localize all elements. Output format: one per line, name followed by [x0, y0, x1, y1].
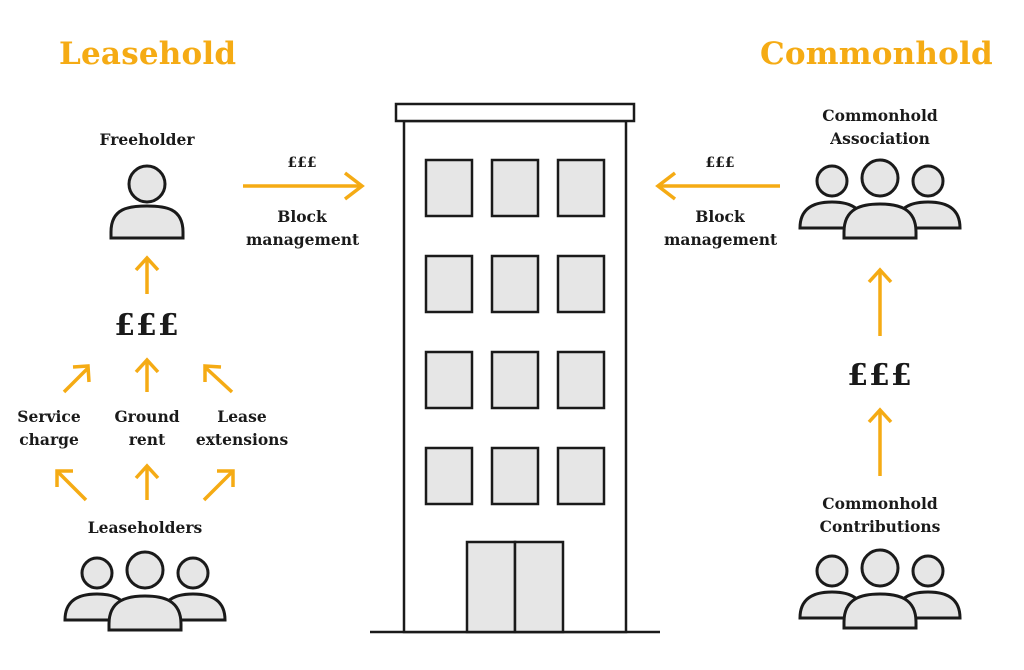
- block-management-left: Block management: [246, 205, 360, 251]
- window: [490, 254, 540, 314]
- window: [556, 350, 606, 410]
- stream-ground-rent-line1: Ground: [114, 407, 180, 426]
- commonhold-contributions-line1: Commonhold: [822, 494, 938, 513]
- commonhold-contributions-label: Commonhold Contributions: [810, 492, 950, 538]
- freeholder-person-icon: [109, 164, 185, 240]
- stream-ground-rent: Ground rent: [106, 405, 188, 451]
- freeholder-label: Freeholder: [99, 130, 195, 149]
- arrow-leaseholders-lease-extensions: [202, 469, 235, 502]
- stream-lease-extensions-line1: Lease: [217, 407, 267, 426]
- commonhold-association-group-icon: [798, 158, 962, 240]
- window: [490, 446, 540, 506]
- window: [490, 350, 540, 410]
- window: [490, 158, 540, 218]
- window: [556, 254, 606, 314]
- stream-lease-extensions: Lease extensions: [190, 405, 294, 451]
- window: [556, 446, 606, 506]
- window-row-1: [424, 158, 606, 218]
- building-door: [465, 540, 565, 634]
- window: [424, 446, 474, 506]
- stream-service-charge: Service charge: [8, 405, 90, 451]
- arrow-up-from-contributions: [867, 407, 893, 476]
- commonhold-contributions-group-icon: [798, 548, 962, 630]
- door-left: [465, 540, 517, 634]
- commonhold-association-line1: Commonhold: [822, 106, 938, 125]
- stream-service-charge-line2: charge: [19, 430, 79, 449]
- window: [424, 350, 474, 410]
- stream-service-charge-line1: Service: [17, 407, 81, 426]
- window-row-3: [424, 350, 606, 410]
- commonhold-contributions-line2: Contributions: [819, 517, 941, 536]
- money-center-left: £££: [114, 308, 180, 343]
- block-management-right: Block management: [664, 205, 778, 251]
- arrow-to-building-left: [243, 171, 365, 201]
- window-row-2: [424, 254, 606, 314]
- arrow-to-building-right: [655, 171, 780, 201]
- leaseholders-group-icon: [63, 550, 227, 632]
- building: [370, 102, 660, 634]
- money-center-right: £££: [847, 358, 913, 393]
- arrow-lease-extensions-up: [203, 364, 234, 394]
- window: [556, 158, 606, 218]
- commonhold-association-label: Commonhold Association: [810, 104, 950, 150]
- window-row-4: [424, 446, 606, 506]
- block-management-left-line1: Block: [277, 207, 327, 226]
- leaseholders-label: Leaseholders: [87, 518, 203, 537]
- stream-lease-extensions-line2: extensions: [195, 430, 289, 449]
- block-management-right-line2: management: [664, 230, 778, 249]
- commonhold-heading: Commonhold: [760, 36, 993, 72]
- block-management-left-line2: management: [246, 230, 360, 249]
- money-to-building-left: £££: [287, 155, 317, 171]
- arrow-ground-rent-up: [134, 357, 160, 392]
- building-roof: [394, 102, 636, 123]
- arrow-leaseholders-ground-rent: [134, 463, 160, 500]
- stream-ground-rent-line2: rent: [128, 430, 166, 449]
- block-management-right-line1: Block: [695, 207, 745, 226]
- window: [424, 254, 474, 314]
- window: [424, 158, 474, 218]
- money-to-building-right: £££: [705, 155, 735, 171]
- arrow-up-to-freeholder: [134, 255, 160, 294]
- leasehold-heading: Leasehold: [59, 36, 237, 72]
- commonhold-association-line2: Association: [830, 129, 930, 148]
- arrow-up-to-association: [867, 267, 893, 336]
- door-right: [513, 540, 565, 634]
- arrow-leaseholders-service-charge: [55, 469, 88, 502]
- arrow-service-charge-up: [62, 364, 91, 394]
